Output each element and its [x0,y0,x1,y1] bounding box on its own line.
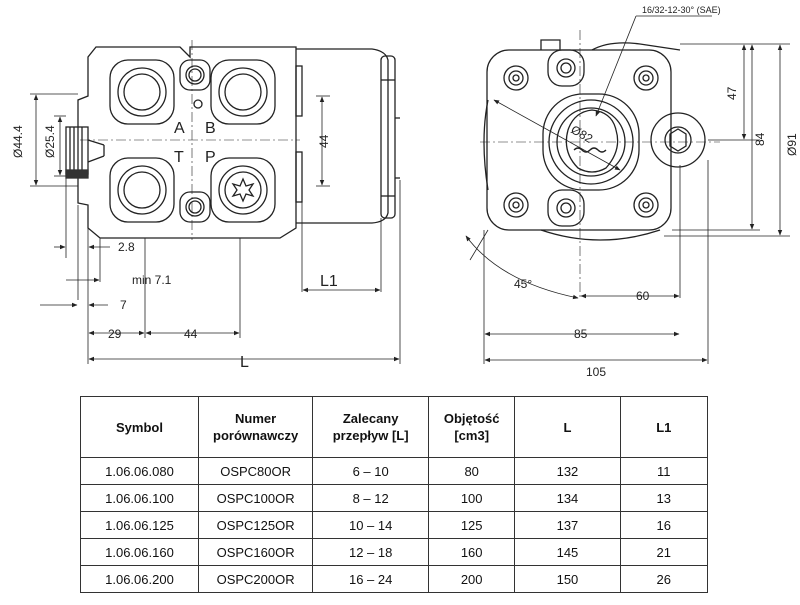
side-flange-outline [486,49,672,231]
cell-symbol: 1.06.06.100 [80,484,199,512]
dim-d44-4: Ø44.4 [11,125,25,158]
cell-objetosc: 200 [428,565,516,593]
header-l: L [514,396,621,458]
side-mount-hole-br [633,192,659,218]
front-end-cap [380,55,396,219]
dim-44-horizontal: 44 [184,327,198,341]
cell-l: 132 [514,457,621,485]
cell-przeplyw: 6 – 10 [312,457,430,485]
cell-l: 150 [514,565,621,593]
port-letter-a: A [174,120,185,137]
spline-bore [565,109,619,173]
table-row: 1.06.06.160 OSPC160OR 12 – 18 160 145 21 [80,538,709,566]
port-t [109,157,175,223]
side-boss-right [650,112,706,168]
cell-l1: 16 [619,511,709,539]
front-housing-outline [296,48,389,224]
table-row: 1.06.06.200 OSPC200OR 16 – 24 200 150 26 [80,565,709,593]
front-shaft [65,126,105,179]
cell-l: 134 [514,484,621,512]
dim-shaft-diameter: Ø82 [569,122,596,146]
port-letter-t: T [174,149,184,166]
dim-45-degree: 45° [514,277,532,291]
cell-przeplyw: 12 – 18 [312,538,430,566]
side-mount-hole-tl [503,65,529,91]
side-boss-bottom [547,189,585,227]
cell-l1: 11 [619,457,709,485]
dim-47: 47 [725,86,739,100]
table-row: 1.06.06.100 OSPC100OR 8 – 12 100 134 13 [80,484,709,512]
table-row: 1.06.06.080 OSPC80OR 6 – 10 80 132 11 [80,457,709,485]
port-letter-b: B [205,120,216,137]
technical-drawing: A B T P [11,5,799,379]
cell-przeplyw: 16 – 24 [312,565,430,593]
dim-105: 105 [586,365,606,379]
port-b [210,59,276,125]
cell-numer: OSPC125OR [197,511,314,539]
cell-l1: 26 [619,565,709,593]
cell-objetosc: 80 [428,457,516,485]
cell-numer: OSPC80OR [197,457,314,485]
mount-boss-bottom [179,191,211,223]
cell-numer: OSPC160OR [197,538,314,566]
cell-l: 137 [514,511,621,539]
side-mount-hole-bl [503,192,529,218]
cell-numer: OSPC100OR [197,484,314,512]
header-objetosc: Objętość[cm3] [428,396,516,458]
dim-44-vertical: 44 [317,134,331,148]
cell-objetosc: 125 [428,511,516,539]
dim-60: 60 [636,289,650,303]
dim-d91: Ø91 [785,133,799,156]
small-hole [193,99,203,109]
port-p [210,157,276,223]
cell-symbol: 1.06.06.200 [80,565,199,593]
dim-2-8: 2.8 [118,240,135,254]
header-l1: L1 [619,396,709,458]
cell-przeplyw: 8 – 12 [312,484,430,512]
spline-spec: 16/32-12-30° (SAE) [642,5,721,15]
cell-l1: 21 [619,538,709,566]
dim-l: L [240,354,249,371]
cell-l: 145 [514,538,621,566]
cell-objetosc: 160 [428,538,516,566]
torx-star-icon [231,177,255,203]
dim-85: 85 [574,327,588,341]
table-row: 1.06.06.125 OSPC125OR 10 – 14 125 137 16 [80,511,709,539]
side-view [480,30,720,300]
dim-d25-4: Ø25.4 [43,125,57,158]
mount-boss-top [179,59,211,91]
cell-przeplyw: 10 – 14 [312,511,430,539]
dim-7: 7 [120,298,127,312]
side-boss-top [547,49,585,87]
port-letter-p: P [205,149,216,166]
port-a [109,59,175,125]
header-symbol: Symbol [80,396,199,458]
dim-84: 84 [753,132,767,146]
cell-symbol: 1.06.06.080 [80,457,199,485]
front-view [65,40,400,240]
dim-l1: L1 [320,273,338,290]
cell-symbol: 1.06.06.160 [80,538,199,566]
dim-min-7-1: min 7.1 [132,273,172,287]
side-mount-hole-tr [633,65,659,91]
cell-objetosc: 100 [428,484,516,512]
cell-numer: OSPC200OR [197,565,314,593]
cell-l1: 13 [619,484,709,512]
cell-symbol: 1.06.06.125 [80,511,199,539]
dim-29: 29 [108,327,122,341]
